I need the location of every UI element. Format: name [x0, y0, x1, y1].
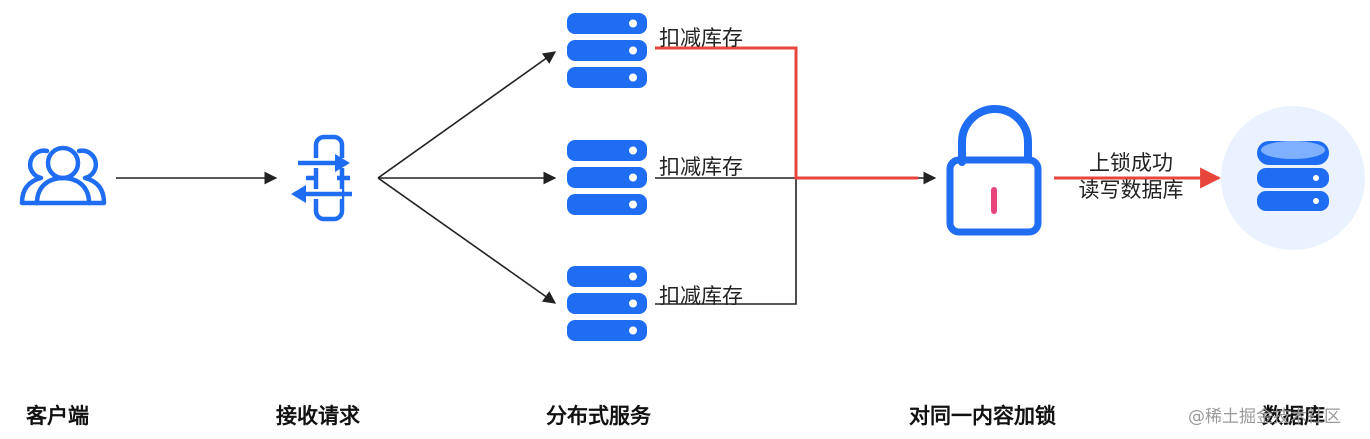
caption-gateway: 接收请求 [276, 404, 360, 428]
caption-services: 分布式服务 [546, 404, 651, 428]
caption-client: 客户端 [26, 404, 89, 428]
edge-label-deduct-stock-middle: 扣减库存 [659, 155, 743, 179]
edge-label-lock-success-line1: 上锁成功 [1089, 151, 1173, 175]
lock-icon [946, 105, 1042, 236]
server-icon [567, 266, 647, 341]
edges-gateway-services [377, 51, 557, 304]
watermark: @稀土掘金技术社区 [1188, 407, 1341, 427]
caption-database: 数据库 [1262, 404, 1325, 428]
edge-label-deduct-stock-bottom: 扣减库存 [659, 284, 743, 308]
gateway-icon [291, 134, 352, 222]
users-icon [19, 145, 107, 206]
edge-label-lock-success: 上锁成功 读写数据库 [1066, 150, 1196, 204]
database-icon [1221, 106, 1365, 250]
edge-label-lock-success-line2: 读写数据库 [1078, 178, 1184, 202]
server-icon [567, 140, 647, 215]
caption-lock: 对同一内容加锁 [909, 404, 1056, 428]
edge-lock-acquired [655, 46, 918, 180]
server-icon [567, 13, 647, 88]
edge-label-deduct-stock-top: 扣减库存 [659, 26, 743, 50]
